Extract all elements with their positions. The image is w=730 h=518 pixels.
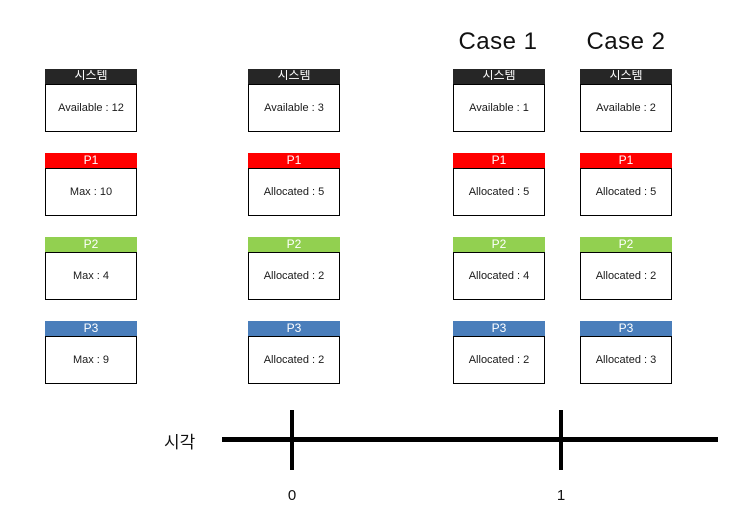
card-header-p2: P2 bbox=[45, 237, 137, 252]
card-body-system: Available : 3 bbox=[248, 84, 340, 132]
card-body-p2: Max : 4 bbox=[45, 252, 137, 300]
card-body-p2: Allocated : 2 bbox=[580, 252, 672, 300]
card-body-p1: Max : 10 bbox=[45, 168, 137, 216]
timeline-axis-line bbox=[222, 437, 718, 442]
timeline-tick-mark-0 bbox=[290, 410, 294, 470]
card-p3: P3 Allocated : 3 bbox=[580, 321, 672, 384]
card-header-system: 시스템 bbox=[248, 69, 340, 84]
card-body-p3: Allocated : 3 bbox=[580, 336, 672, 384]
card-header-p2: P2 bbox=[248, 237, 340, 252]
card-p1: P1 Max : 10 bbox=[45, 153, 137, 216]
card-body-system: Available : 2 bbox=[580, 84, 672, 132]
card-header-system: 시스템 bbox=[453, 69, 545, 84]
card-header-p1: P1 bbox=[580, 153, 672, 168]
card-p3: P3 Allocated : 2 bbox=[248, 321, 340, 384]
card-p3: P3 Allocated : 2 bbox=[453, 321, 545, 384]
card-body-p3: Allocated : 2 bbox=[453, 336, 545, 384]
timeline-axis-label: 시각 bbox=[164, 433, 196, 452]
card-header-p1: P1 bbox=[45, 153, 137, 168]
card-system: 시스템 Available : 3 bbox=[248, 69, 340, 132]
card-header-system: 시스템 bbox=[580, 69, 672, 84]
card-body-system: Available : 1 bbox=[453, 84, 545, 132]
card-p2: P2 Allocated : 2 bbox=[580, 237, 672, 300]
card-body-p3: Allocated : 2 bbox=[248, 336, 340, 384]
card-body-p1: Allocated : 5 bbox=[453, 168, 545, 216]
card-header-p2: P2 bbox=[453, 237, 545, 252]
card-header-p3: P3 bbox=[453, 321, 545, 336]
card-p1: P1 Allocated : 5 bbox=[580, 153, 672, 216]
card-body-p1: Allocated : 5 bbox=[580, 168, 672, 216]
card-header-p3: P3 bbox=[248, 321, 340, 336]
card-body-p2: Allocated : 4 bbox=[453, 252, 545, 300]
card-header-p1: P1 bbox=[453, 153, 545, 168]
card-body-p3: Max : 9 bbox=[45, 336, 137, 384]
card-system: 시스템 Available : 1 bbox=[453, 69, 545, 132]
case-label-2: Case 2 bbox=[586, 28, 666, 55]
timeline-tick-label-0: 0 bbox=[287, 487, 297, 504]
card-header-p3: P3 bbox=[580, 321, 672, 336]
card-p1: P1 Allocated : 5 bbox=[453, 153, 545, 216]
card-p3: P3 Max : 9 bbox=[45, 321, 137, 384]
card-system: 시스템 Available : 2 bbox=[580, 69, 672, 132]
card-header-p1: P1 bbox=[248, 153, 340, 168]
card-body-p2: Allocated : 2 bbox=[248, 252, 340, 300]
card-body-p1: Allocated : 5 bbox=[248, 168, 340, 216]
card-p2: P2 Max : 4 bbox=[45, 237, 137, 300]
card-header-p3: P3 bbox=[45, 321, 137, 336]
card-p2: P2 Allocated : 2 bbox=[248, 237, 340, 300]
timeline-tick-mark-1 bbox=[559, 410, 563, 470]
card-header-system: 시스템 bbox=[45, 69, 137, 84]
case-label-1: Case 1 bbox=[458, 28, 538, 55]
card-body-system: Available : 12 bbox=[45, 84, 137, 132]
card-header-p2: P2 bbox=[580, 237, 672, 252]
card-p2: P2 Allocated : 4 bbox=[453, 237, 545, 300]
timeline-tick-label-1: 1 bbox=[556, 487, 566, 504]
card-p1: P1 Allocated : 5 bbox=[248, 153, 340, 216]
card-system: 시스템 Available : 12 bbox=[45, 69, 137, 132]
